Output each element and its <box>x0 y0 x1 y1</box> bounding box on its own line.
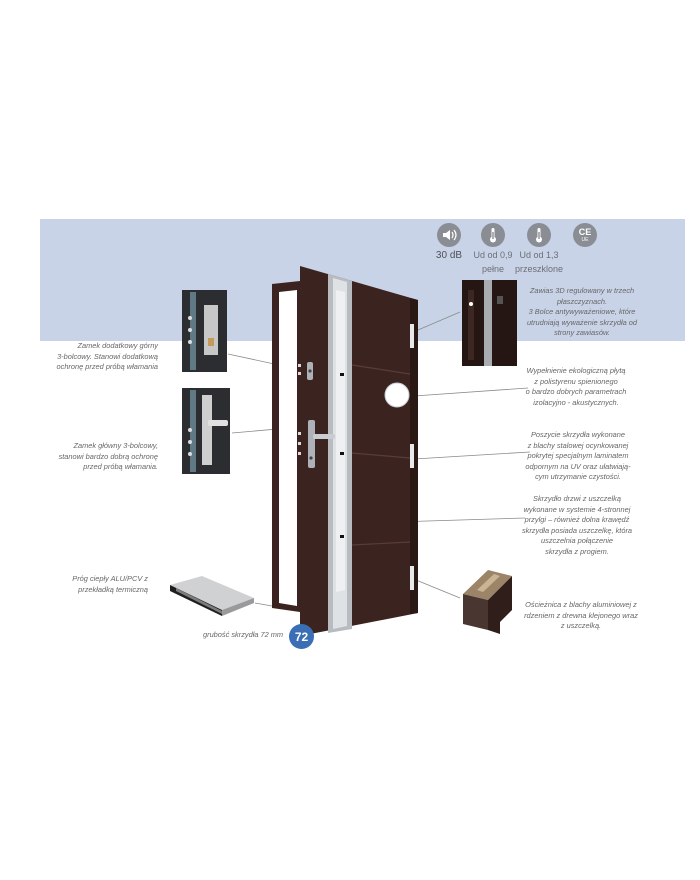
caption-line: Zamek główny 3-bolcowy, <box>73 441 158 450</box>
ce-sub: UE <box>581 236 589 243</box>
thermometer-icon <box>481 223 505 247</box>
caption-line: z uszczelką. <box>560 621 602 631</box>
caption-line: Zawias 3D regulowany w trzech <box>529 286 635 295</box>
hinge-photo <box>462 280 517 366</box>
caption-line: o bardzo dobrych parametrach <box>525 387 627 397</box>
ce-feature: CE UE <box>568 223 602 247</box>
caption-line: skrzydła z progiem. <box>545 546 609 556</box>
door-leaf <box>298 266 418 636</box>
caption-line: ochronę przed próbą włamania <box>56 362 158 372</box>
caption-line: Poszycie skrzydła wykonane <box>530 430 626 439</box>
acoustic-feature: 30 dB <box>430 223 468 261</box>
caption-line: płaszczyznach. <box>556 296 608 306</box>
caption-line: skrzydła posiada uszczelkę, która <box>521 525 633 535</box>
seal-caption: Skrzydło drzwi z uszczelką wykonane w sy… <box>512 494 642 558</box>
filling-sample <box>384 382 410 408</box>
main-lock-caption: Zamek główny 3-bolcowy, stanowi bardzo d… <box>40 441 158 473</box>
threshold-caption: Próg ciepły ALU/PCV z przekładką termicz… <box>40 574 148 595</box>
caption-line: Skrzydło drzwi z uszczelką <box>533 494 621 503</box>
caption-line: z polistyrenu spienionego <box>534 376 618 386</box>
filling-caption: Wypełnienie ekologiczną płytą z polistyr… <box>516 366 636 408</box>
caption-line: 3-bolcowy. Stanowi dodatkową <box>57 351 158 361</box>
thickness-badge: 72 <box>289 624 314 649</box>
solid-ud-label: pełne <box>481 264 505 274</box>
thermometer-icon <box>527 223 551 247</box>
thickness-label: grubość skrzydła 72 mm <box>203 630 284 639</box>
caption-line: odpornym na UV oraz ułatwiają- <box>525 461 631 471</box>
caption-line: przylgi – również dolna krawędź <box>524 515 630 525</box>
glazed-ud-feature: Ud od 1,3 przeszklone <box>513 223 565 275</box>
caption-line: uszczelnia połączenie <box>541 536 613 546</box>
upper-lock-photo <box>182 290 227 372</box>
upper-lock-caption: Zamek dodatkowy górny 3-bolcowy. Stanowi… <box>40 341 158 373</box>
caption-line: stanowi bardzo dobrą ochronę <box>58 451 158 461</box>
caption-line: pokrytej specjalnym laminatem <box>527 451 629 461</box>
glazed-ud-value: Ud od 1,3 <box>519 250 559 260</box>
caption-line: wykonane w systemie 4-stronnej <box>523 504 631 514</box>
ce-mark: CE <box>578 226 592 237</box>
ce-mark-icon: CE UE <box>573 223 597 247</box>
speaker-icon <box>437 223 461 247</box>
threshold-profile <box>170 576 254 616</box>
glazed-ud-label: przeszklone <box>514 264 564 274</box>
caption-line: cym utrzymanie czystości. <box>535 472 621 482</box>
caption-line: przekładką termiczną <box>78 584 148 594</box>
solid-ud-value: Ud od 0,9 <box>473 250 513 260</box>
caption-line: z blachy stalowej ocynkowanej <box>527 440 629 450</box>
hinges-caption: Zawias 3D regulowany w trzech płaszczyzn… <box>518 286 646 339</box>
acoustic-value: 30 dB <box>435 250 463 261</box>
caption-line: Zamek dodatkowy górny <box>77 341 158 350</box>
frame-caption: Ościeżnica z blachy aluminiowej z rdzeni… <box>515 600 647 632</box>
frame-profile <box>463 570 512 634</box>
caption-line: Próg ciepły ALU/PCV z <box>72 574 148 583</box>
caption-line: Ościeżnica z blachy aluminiowej z <box>525 600 637 609</box>
caption-line: strony zawiasów. <box>554 328 610 338</box>
caption-line: utrudniają wyważenie skrzydła od <box>526 317 638 327</box>
caption-line: przed próbą włamania. <box>83 462 158 472</box>
caption-line: 3 Bolce antywyważeniowe, które <box>528 307 636 317</box>
caption-line: izolacyjno - akustycznych. <box>533 397 619 407</box>
caption-line: Wypełnienie ekologiczną płytą <box>526 366 626 375</box>
coating-caption: Poszycie skrzydła wykonane z blachy stal… <box>518 430 638 483</box>
solid-ud-feature: Ud od 0,9 pełne <box>470 223 516 275</box>
caption-line: rdzeniem z drewna klejonego wraz <box>524 610 638 620</box>
main-lock-photo <box>182 388 230 474</box>
